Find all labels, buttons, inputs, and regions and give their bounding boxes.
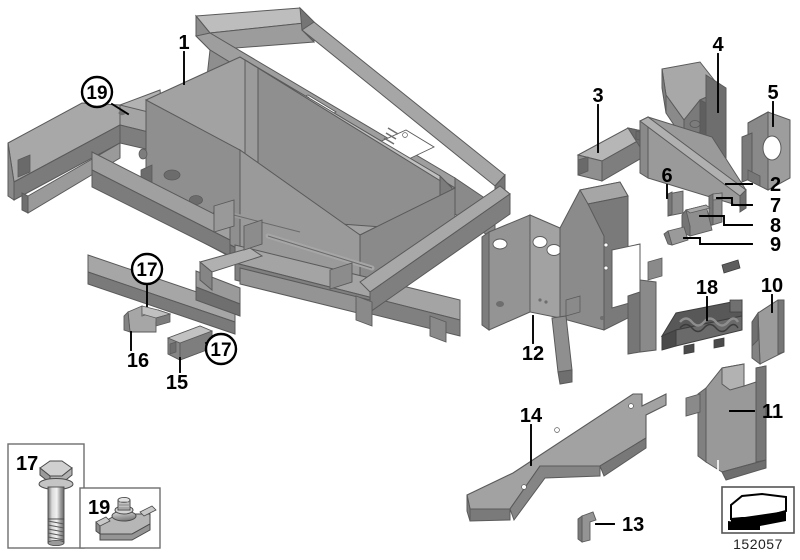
clip-nut-icon [95,496,157,541]
part-panel-web [639,116,747,213]
callout-label-9: 9 [770,234,781,256]
callout-label-5: 5 [767,82,778,104]
diagram-id-text: 152057 [733,536,783,552]
callout-label-17-upper: 17 [136,260,157,281]
callout-label-11: 11 [762,401,783,423]
callout-label-6: 6 [661,165,672,187]
diagram-id-badge: 152057 [721,486,795,552]
callout-label-13: 13 [622,514,644,536]
callout-label-12: 12 [522,343,544,365]
legend-box-19: 19 [79,487,161,549]
part-reinforcement-angle [661,61,727,176]
callout-circle-17-lower [204,332,238,366]
part-gusset-large [681,204,713,237]
part-small-tab [667,190,684,217]
callout-circle-19 [80,75,114,109]
hex-flange-bolt-icon [38,460,74,547]
part-ribbed-channel [660,299,743,355]
callout-label-16: 16 [127,350,149,372]
callout-circle-17-upper [130,252,164,286]
inner-tabs [213,199,353,290]
callout-label-18: 18 [696,277,718,299]
part-small-clip [577,511,597,543]
callout-label-1: 1 [178,32,189,54]
callout-label-10: 10 [761,275,783,297]
legend-box-17: 17 [7,443,85,549]
legend-label-17: 17 [16,453,38,475]
part-main-frame-assembly [7,6,511,343]
lower-left-rail [87,151,241,335]
callout-label-19: 19 [86,83,107,104]
right-lower-rail [239,185,511,317]
orientation-arrow-icon [728,492,787,530]
part-side-plate [741,111,791,191]
callout-label-14: 14 [520,405,543,427]
frame-legs [355,295,447,343]
legend-label-19: 19 [88,497,110,519]
callout-label-4: 4 [712,34,724,56]
callout-label-15: 15 [166,372,188,394]
part-floor-panel [466,393,667,522]
part-support-bracket [685,363,767,481]
callout-label-3: 3 [592,85,603,107]
part-end-cap-right [166,325,214,361]
part-sliver-detail [721,259,741,274]
callout-label-17-lower: 17 [210,340,231,361]
part-closing-wedge [751,299,785,366]
callout-label-7: 7 [770,195,781,217]
part-wheel-house-bracket [481,181,663,385]
part-pad-block [663,226,689,246]
callout-label-8: 8 [770,215,781,237]
part-end-cap-left [123,305,172,333]
callout-label-2: 2 [770,174,781,196]
